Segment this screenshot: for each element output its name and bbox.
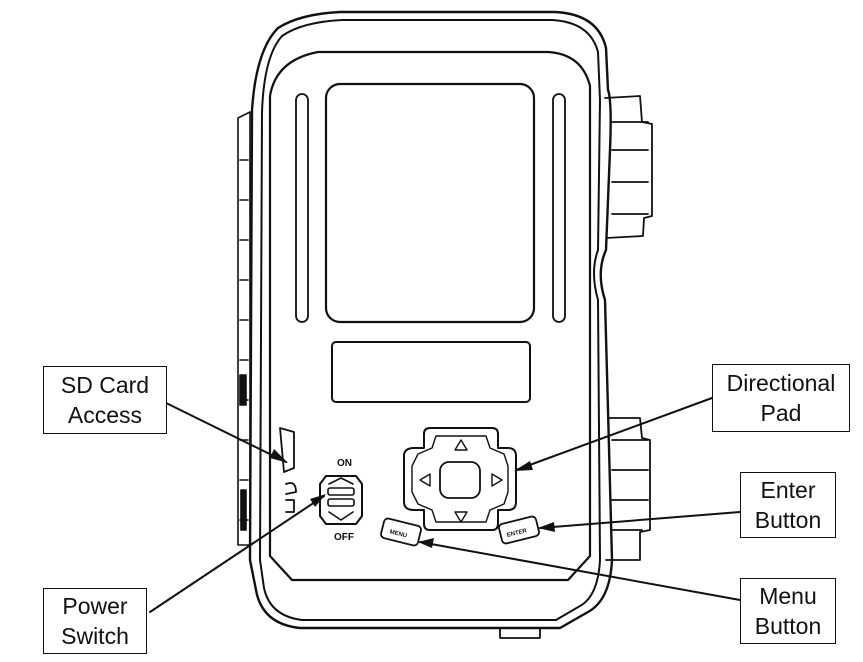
lcd-screen [324,82,536,324]
leader-sd-card [159,399,287,463]
sd-card-access-callout: SD Card Access [43,366,167,434]
menu-button-callout: Menu Button [740,578,836,644]
power-off-label: OFF [334,532,354,543]
dpad-up-icon[interactable] [454,439,468,451]
callout-text-line1: Enter [760,477,816,503]
right-latch-bottom [605,417,651,561]
camera-body-inner [259,19,601,621]
label-window [331,341,531,403]
directional-pad-callout: Directional Pad [712,364,850,432]
leader-lines [149,397,741,613]
enter-button[interactable] [498,515,540,545]
callout-text-line1: SD Card [60,372,150,398]
arrowhead-sd-card-icon [270,449,288,463]
callout-text-line1: Menu [759,583,817,609]
arrowhead-directional-pad-icon [514,461,533,471]
arrowhead-enter-button-icon [538,522,555,532]
dpad-right-icon[interactable] [491,473,503,487]
enter-button-callout: Enter Button [740,472,836,538]
left-groove [295,93,309,323]
callout-text-line2: Button [754,507,822,533]
power-switch[interactable] [319,475,363,525]
callout-text-line1: Directional [726,370,836,396]
sd-card-slot [279,427,297,513]
dpad-center-button[interactable] [439,461,481,499]
enter-button-label: ENTER [506,528,528,539]
left-strap [237,111,251,546]
right-groove [552,93,566,323]
leader-directional-pad [515,397,713,471]
camera-body-outer [248,10,614,630]
power-switch-callout: Power Switch [43,588,147,654]
callout-text-line2: Access [67,402,143,428]
right-latch-top [604,95,653,239]
leader-menu-button [419,541,741,601]
dpad-left-icon[interactable] [419,473,431,487]
arrowhead-power-switch-icon [310,494,326,507]
dpad-down-icon[interactable] [454,511,468,523]
arrowhead-menu-button-icon [418,538,434,548]
arrow-heads [270,449,555,548]
menu-button-label: MENU [389,529,408,539]
leader-enter-button [539,511,741,529]
callout-text-line1: Power [62,593,128,619]
directional-pad[interactable] [403,427,517,531]
leader-power-switch [149,495,325,613]
faceplate [268,50,592,582]
menu-button[interactable] [380,517,422,547]
callout-text-line2: Button [754,613,822,639]
callout-text-line2: Switch [61,623,129,649]
callout-text-line2: Pad [760,400,802,426]
bottom-tab [499,627,541,639]
power-on-label: ON [337,458,352,469]
